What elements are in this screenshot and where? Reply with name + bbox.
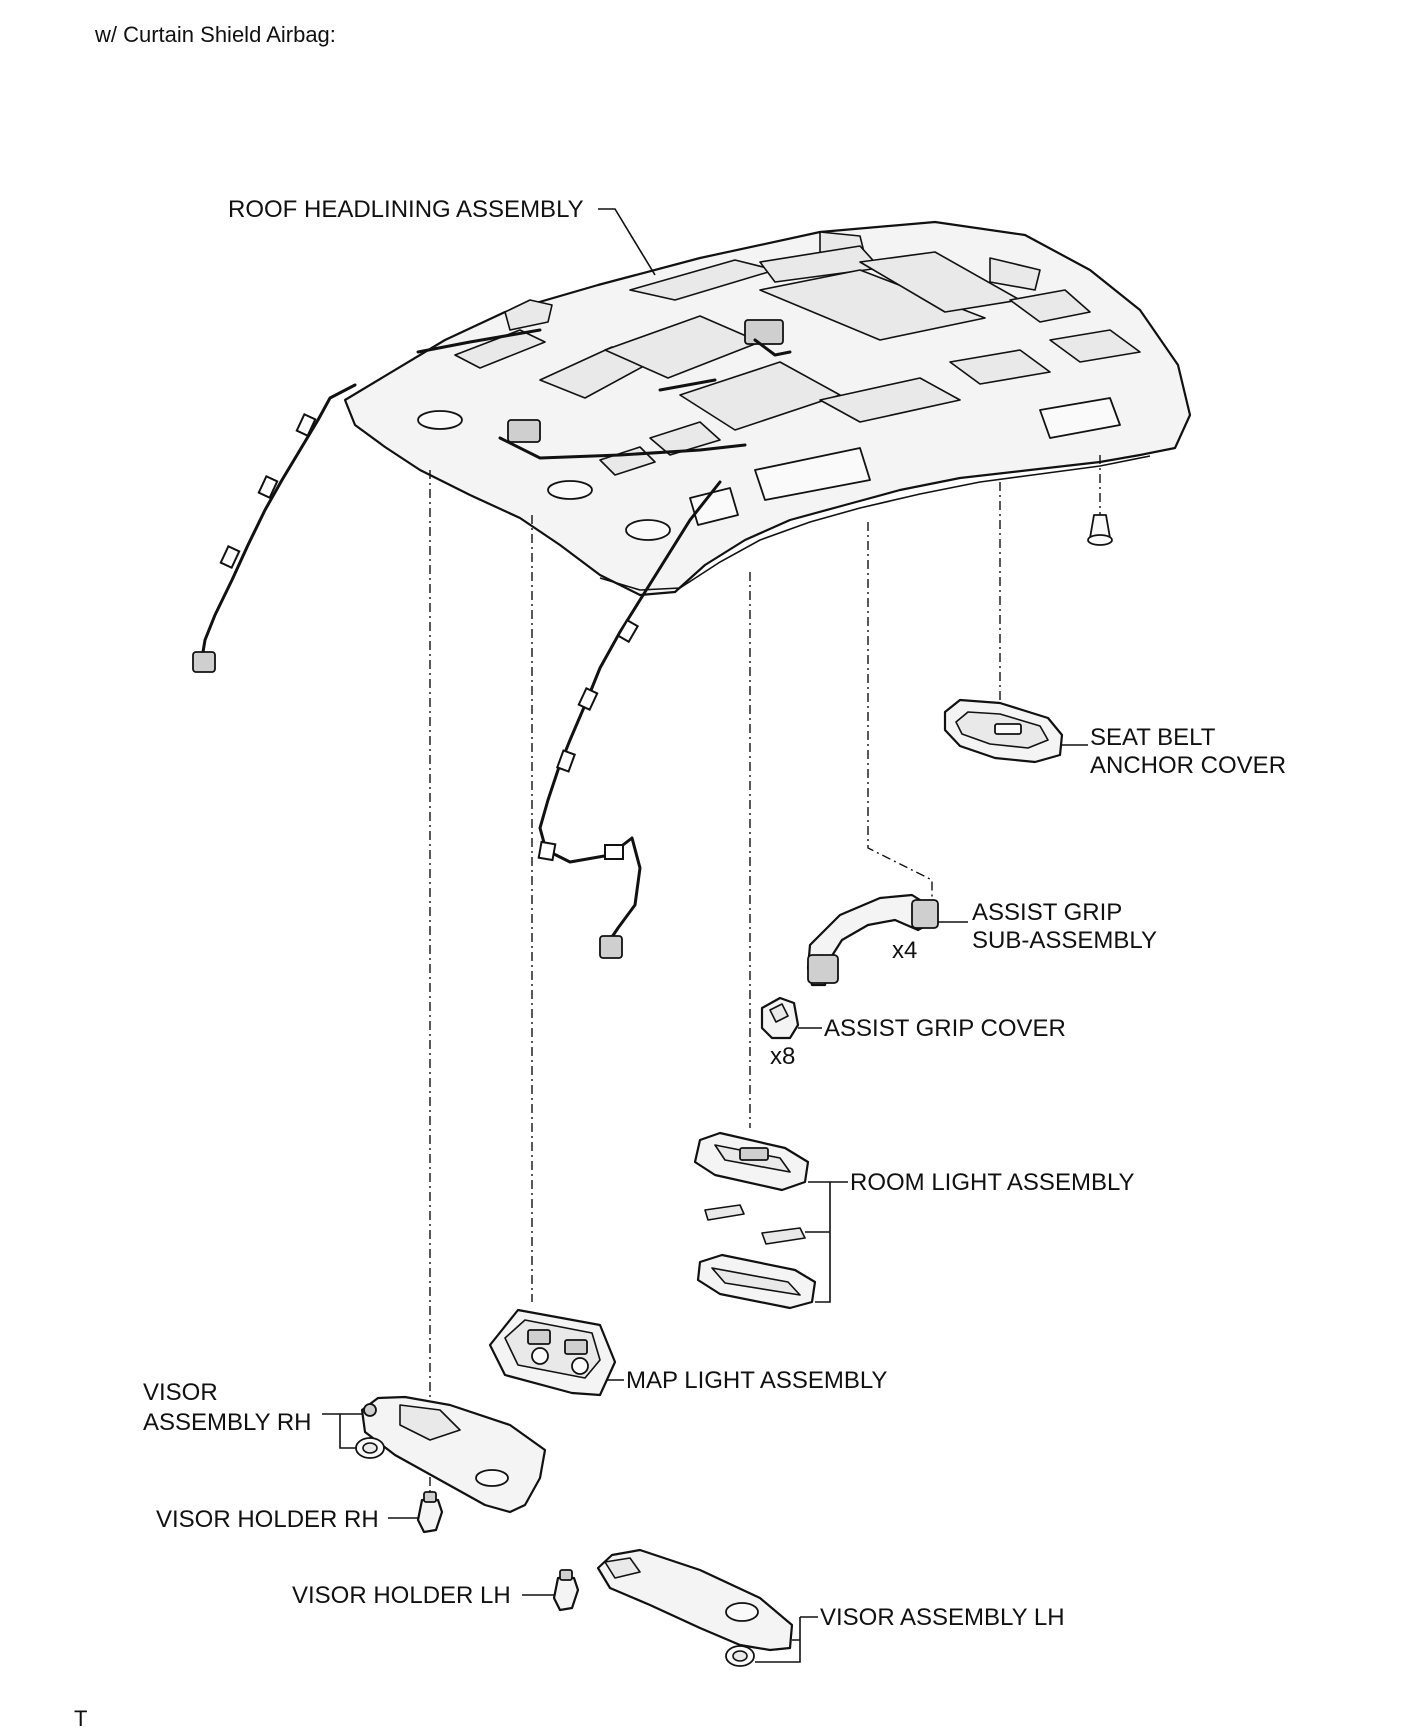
roof-headlining-assembly [343, 220, 1192, 597]
visor-holder-lh-label: VISOR HOLDER LH [292, 1582, 511, 1609]
visor-holder-rh-label: VISOR HOLDER RH [156, 1506, 379, 1533]
visor-assembly-rh [355, 1395, 547, 1514]
visor-holder-rh [416, 1491, 444, 1534]
room-light-bracket [805, 1181, 848, 1303]
alignment-lines [429, 455, 1101, 1522]
headlining-clip [1087, 514, 1113, 546]
roof-headlining-leader [598, 208, 656, 276]
visor-rh-label-line2: ASSEMBLY RH [143, 1409, 312, 1436]
roof-headlining-label: ROOF HEADLINING ASSEMBLY [228, 196, 584, 223]
visor-rh-label-line1: VISOR [143, 1379, 218, 1406]
assist-grip-quantity: x4 [892, 937, 917, 964]
room-light-assembly [693, 1131, 817, 1310]
map-light-label: MAP LIGHT ASSEMBLY [626, 1367, 887, 1394]
map-light-assembly [488, 1308, 617, 1397]
seat-belt-anchor-cover [943, 698, 1064, 764]
visor-holder-lh [552, 1569, 580, 1612]
visor-lh-label: VISOR ASSEMBLY LH [820, 1604, 1065, 1631]
assist-grip-cover-label: ASSIST GRIP COVER [824, 1015, 1066, 1042]
visor-rh-bracket [322, 1413, 362, 1449]
visor-lh-bracket [755, 1616, 818, 1663]
visor-assembly-lh [596, 1548, 794, 1667]
curtain-airbag-wire-rh [192, 383, 357, 673]
diagram-header: w/ Curtain Shield Airbag: [94, 22, 336, 47]
seat-belt-anchor-cover-label-line2: ANCHOR COVER [1090, 752, 1286, 779]
assist-grip-sub-assembly [806, 893, 939, 987]
footer-mark: T [74, 1706, 87, 1731]
assist-grip-cover [760, 996, 800, 1040]
assist-grip-label-line1: ASSIST GRIP [972, 899, 1122, 926]
curtain-airbag-wire-lh [537, 480, 722, 959]
assist-grip-label-line2: SUB-ASSEMBLY [972, 927, 1157, 954]
seat-belt-anchor-cover-label-line1: SEAT BELT [1090, 724, 1216, 751]
assist-grip-cover-quantity: x8 [770, 1043, 795, 1070]
room-light-label: ROOM LIGHT ASSEMBLY [850, 1169, 1135, 1196]
